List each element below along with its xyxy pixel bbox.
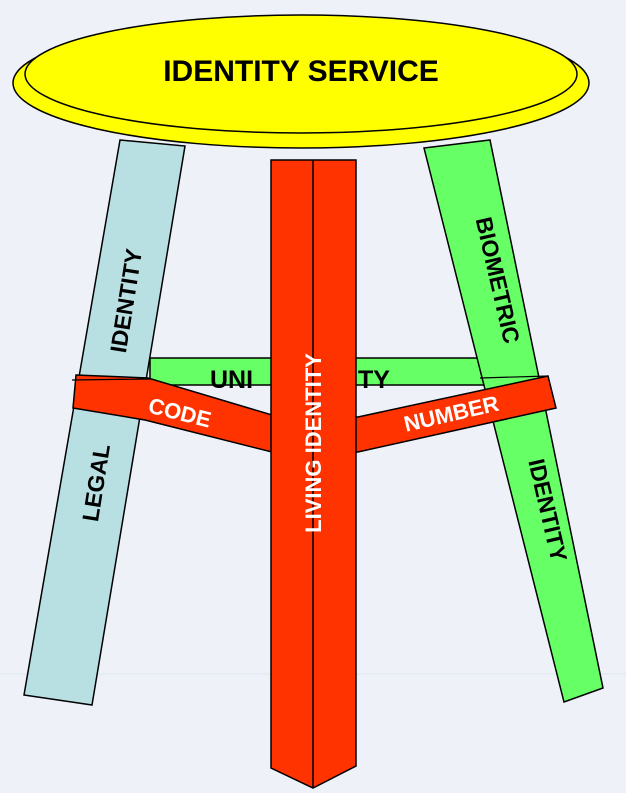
center-leg: LIVING IDENTITY <box>271 160 356 788</box>
seat: IDENTITY SERVICE <box>13 15 589 148</box>
center-leg-label: LIVING IDENTITY <box>301 353 326 533</box>
seat-label: IDENTITY SERVICE <box>163 55 439 88</box>
rung-label-right: TY <box>358 366 390 394</box>
rung-label-left: UNI <box>210 366 253 394</box>
